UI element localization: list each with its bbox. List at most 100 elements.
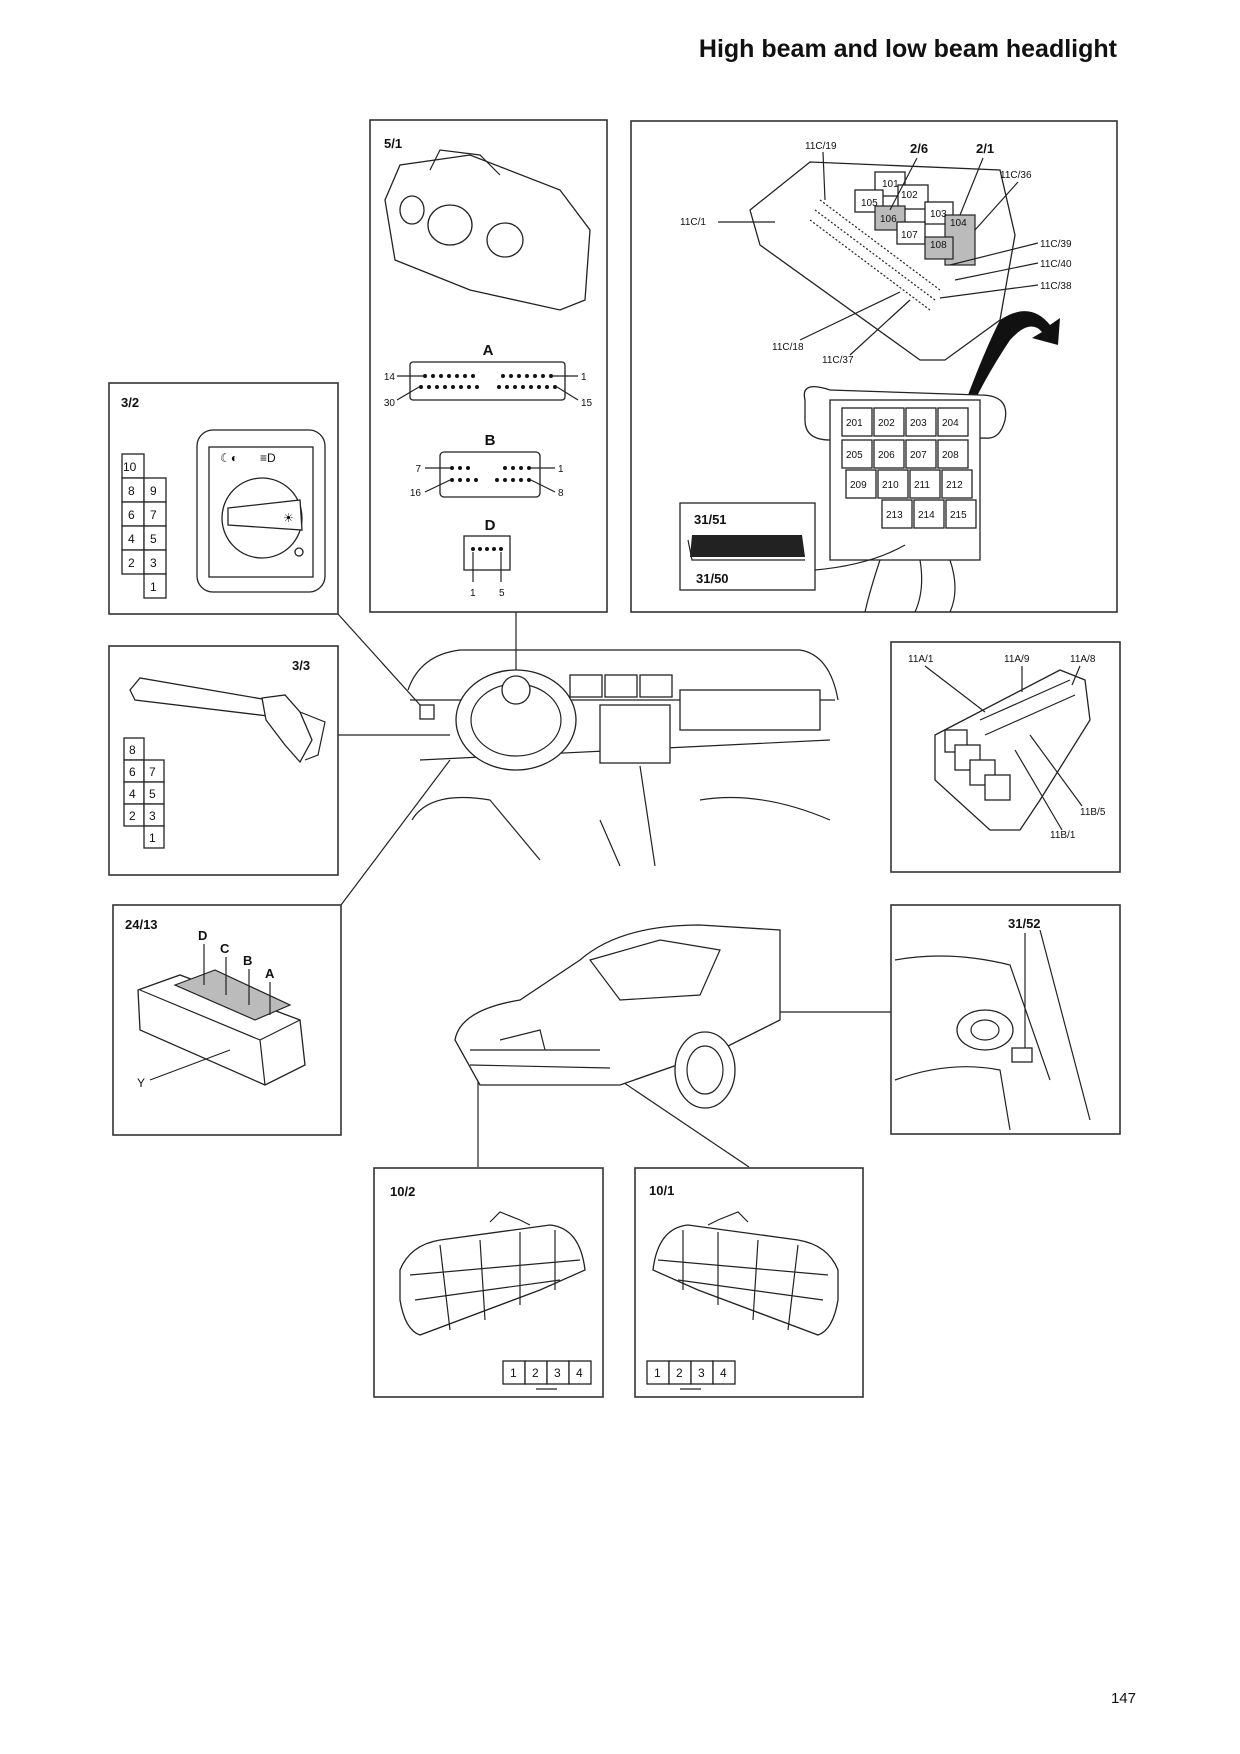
instrument-cluster-illustration: [384, 149, 591, 311]
svg-text:202: 202: [878, 418, 895, 429]
svg-text:8: 8: [128, 484, 135, 498]
svg-text:D: D: [198, 928, 207, 943]
svg-text:11C/38: 11C/38: [1040, 281, 1072, 292]
svg-text:31/51: 31/51: [694, 512, 727, 527]
svg-text:207: 207: [910, 450, 927, 461]
svg-text:3: 3: [554, 1366, 561, 1380]
svg-text:102: 102: [901, 190, 918, 201]
svg-text:7: 7: [415, 464, 421, 475]
svg-text:205: 205: [846, 450, 863, 461]
headlight-symbol-icon: ☀: [283, 511, 294, 525]
svg-text:2: 2: [129, 809, 136, 823]
svg-text:4: 4: [720, 1366, 727, 1380]
svg-text:215: 215: [950, 510, 967, 521]
svg-text:107: 107: [901, 230, 918, 241]
svg-text:1: 1: [558, 464, 564, 475]
light-switch-illustration: ☾◐ ≡D ☀: [196, 429, 326, 593]
svg-text:204: 204: [942, 418, 959, 429]
car-illustration: [454, 924, 781, 1109]
connector-a: A 14 1 30 15: [384, 342, 593, 409]
svg-text:11C/36: 11C/36: [1000, 170, 1032, 181]
svg-text:11A/8: 11A/8: [1070, 654, 1096, 665]
svg-text:A: A: [483, 342, 494, 359]
svg-text:3: 3: [150, 556, 157, 570]
svg-text:1: 1: [581, 372, 587, 383]
svg-text:A: A: [265, 966, 275, 981]
svg-text:Y: Y: [137, 1076, 145, 1090]
fuse-callout-lines: [718, 151, 1039, 356]
panel-relay-box: 11A/1 11A/9 11A/8 11B/5 11B/1: [890, 641, 1121, 873]
connector-d: D 1 5: [463, 517, 511, 599]
panel-id: 5/1: [384, 136, 402, 151]
svg-text:14: 14: [384, 372, 396, 383]
svg-text:15: 15: [581, 398, 593, 409]
svg-text:11A/1: 11A/1: [908, 654, 934, 665]
svg-text:11C/1: 11C/1: [680, 217, 706, 228]
svg-text:1: 1: [510, 1366, 517, 1380]
svg-text:☾◐: ☾◐: [220, 451, 238, 465]
svg-text:24/13: 24/13: [125, 917, 158, 932]
svg-text:11B/1: 11B/1: [1050, 830, 1076, 841]
svg-text:2: 2: [532, 1366, 539, 1380]
svg-text:B: B: [243, 953, 252, 968]
svg-text:11C/39: 11C/39: [1040, 239, 1072, 250]
svg-text:5: 5: [150, 532, 157, 546]
svg-text:106: 106: [880, 214, 897, 225]
svg-text:3/2: 3/2: [121, 395, 139, 410]
svg-text:212: 212: [946, 480, 963, 491]
svg-text:11B/5: 11B/5: [1080, 807, 1106, 818]
svg-text:2: 2: [676, 1366, 683, 1380]
svg-text:D: D: [485, 517, 496, 534]
panel-instrument-cluster: 5/1 A 14 1 30 15 B: [369, 119, 608, 613]
svg-text:6: 6: [129, 765, 136, 779]
svg-text:5: 5: [149, 787, 156, 801]
panel-central-fuse-box: 101 102 103 104 105 106 107 108 2/6 2/1 …: [630, 120, 1118, 613]
svg-text:≡D: ≡D: [260, 451, 276, 465]
fuse-relay-numbers: 101 102 103 104 105 106 107 108: [861, 179, 967, 251]
svg-text:1: 1: [149, 831, 156, 845]
svg-text:11C/18: 11C/18: [772, 342, 804, 353]
svg-text:9: 9: [150, 484, 157, 498]
svg-text:4: 4: [576, 1366, 583, 1380]
svg-text:4: 4: [129, 787, 136, 801]
inset-31-51: 31/51 31/50: [679, 502, 906, 591]
svg-text:11A/9: 11A/9: [1004, 654, 1030, 665]
page-number: 147: [1111, 1690, 1136, 1707]
svg-text:11C/40: 11C/40: [1040, 259, 1072, 270]
svg-text:31/52: 31/52: [1008, 916, 1041, 931]
svg-text:203: 203: [910, 418, 927, 429]
svg-text:B: B: [485, 432, 496, 449]
svg-text:8: 8: [558, 488, 564, 499]
svg-text:4: 4: [128, 532, 135, 546]
fuse-callouts: 11C/19 11C/36 11C/1 11C/39 11C/40 11C/38…: [680, 141, 1072, 366]
panel-ground-point: 31/52: [890, 904, 1121, 1135]
svg-text:1: 1: [654, 1366, 661, 1380]
stalk-illustration: [129, 677, 326, 764]
svg-text:16: 16: [410, 488, 422, 499]
svg-text:1: 1: [470, 588, 476, 599]
svg-text:211: 211: [914, 480, 930, 491]
svg-text:209: 209: [850, 480, 867, 491]
headlight-left-pins: 1 2 3 4: [502, 1360, 592, 1390]
svg-text:206: 206: [878, 450, 895, 461]
svg-text:10: 10: [123, 460, 137, 474]
svg-text:7: 7: [149, 765, 156, 779]
dashboard-illustration: [407, 649, 839, 867]
svg-text:8: 8: [129, 743, 136, 757]
svg-text:7: 7: [150, 508, 157, 522]
svg-text:2: 2: [128, 556, 135, 570]
svg-text:214: 214: [918, 510, 935, 521]
svg-text:101: 101: [882, 179, 899, 190]
svg-text:105: 105: [861, 198, 878, 209]
curved-arrow-icon: [968, 311, 1060, 400]
svg-text:1: 1: [150, 580, 157, 594]
svg-text:10/2: 10/2: [390, 1184, 415, 1199]
svg-text:11C/19: 11C/19: [805, 141, 837, 152]
svg-text:108: 108: [930, 240, 947, 251]
panel-headlight-left: 10/2 1 2 3 4: [373, 1167, 604, 1398]
